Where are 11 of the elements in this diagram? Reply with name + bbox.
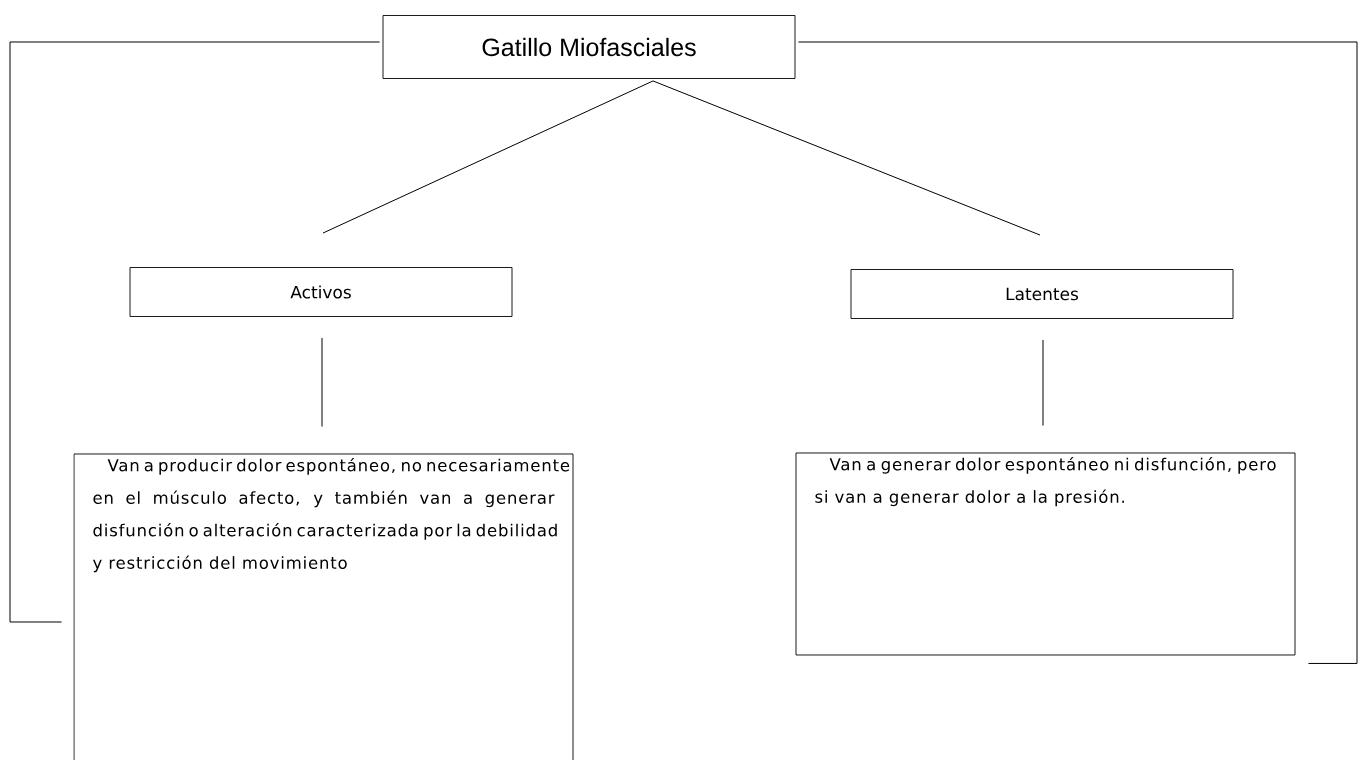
category-box: Latentes bbox=[850, 269, 1234, 319]
connector-line bbox=[322, 80, 654, 234]
title-box: Gatillo Miofasciales bbox=[382, 15, 796, 79]
description-box: Van a generar dolor espontáneo ni disfunción, pero si van a generar dolor a la presión. bbox=[795, 452, 1296, 656]
connector-line bbox=[652, 80, 1041, 236]
connector-line bbox=[797, 41, 1358, 664]
category-box: Activos bbox=[129, 267, 513, 317]
connector-line bbox=[321, 337, 323, 428]
connector-line bbox=[9, 41, 381, 623]
description-box: Van a producir dolor espontáneo, no necesariamente en el músculo afecto, y también van a generar disfunción o alteración caracterizada por la debilidad y restricción del movimiento bbox=[73, 453, 574, 760]
connector-line bbox=[1042, 339, 1044, 427]
